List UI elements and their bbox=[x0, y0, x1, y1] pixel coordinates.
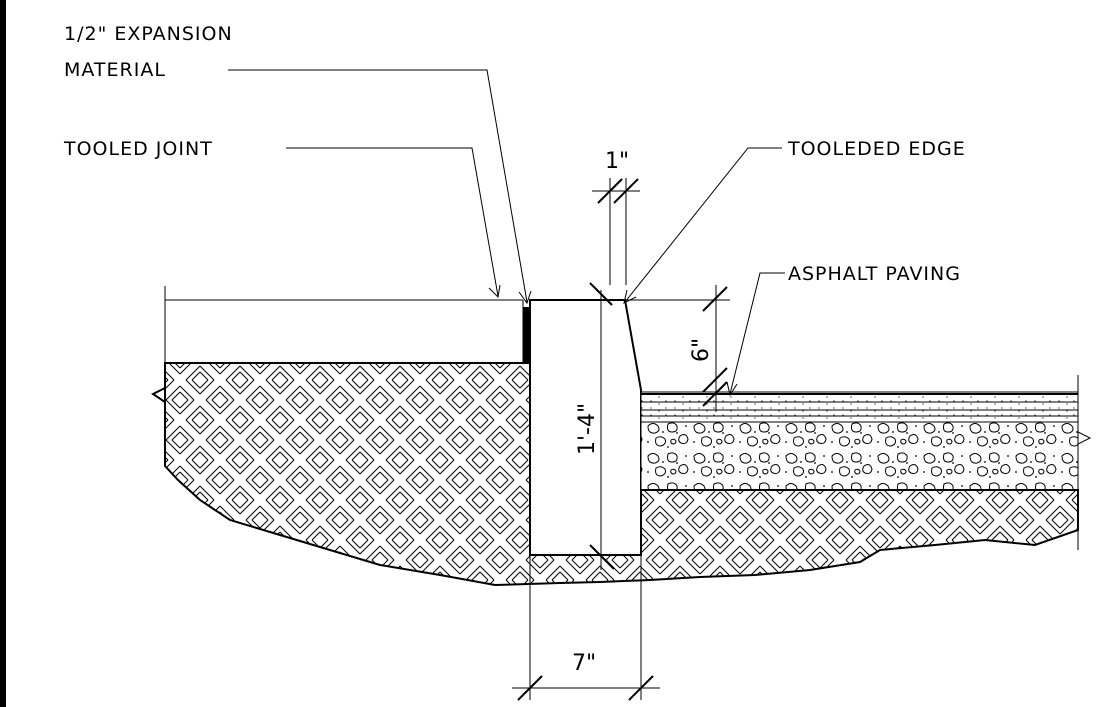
label-tooled-edge: TOOLEDED EDGE bbox=[787, 138, 966, 160]
expansion-material bbox=[523, 307, 530, 363]
leader-arrow bbox=[518, 290, 532, 305]
break-line-right bbox=[1077, 375, 1092, 550]
dim-curb-depth: 1'-4" bbox=[575, 282, 615, 570]
dim-label-1ft4in: 1'-4" bbox=[575, 403, 600, 455]
leader-tooled-joint bbox=[286, 147, 499, 297]
leader-tooled-edge bbox=[624, 147, 782, 303]
label-expansion-line2: MATERIAL bbox=[64, 59, 166, 81]
base-course-layer bbox=[640, 421, 1079, 491]
leader-arrow bbox=[623, 289, 637, 304]
dim-label-6in: 6" bbox=[689, 338, 714, 362]
asphalt-paving-layer bbox=[640, 391, 1079, 423]
leader-arrow bbox=[726, 381, 738, 397]
dim-label-7in: 7" bbox=[572, 651, 596, 676]
label-asphalt-paving: ASPHALT PAVING bbox=[788, 263, 961, 285]
leader-expansion bbox=[228, 69, 528, 303]
dim-edge-offset: 1" bbox=[592, 149, 640, 285]
sheet-border bbox=[0, 0, 6, 707]
leader-arrow bbox=[488, 284, 501, 299]
dim-asphalt-depth: 6" bbox=[689, 285, 728, 412]
break-line-left bbox=[151, 363, 166, 466]
dim-label-1in: 1" bbox=[605, 149, 629, 174]
leader-asphalt bbox=[729, 272, 785, 395]
dim-curb-width: 7" bbox=[512, 555, 660, 701]
label-tooled-joint: TOOLED JOINT bbox=[63, 138, 213, 160]
label-expansion-line1: 1/2" EXPANSION bbox=[64, 23, 233, 45]
